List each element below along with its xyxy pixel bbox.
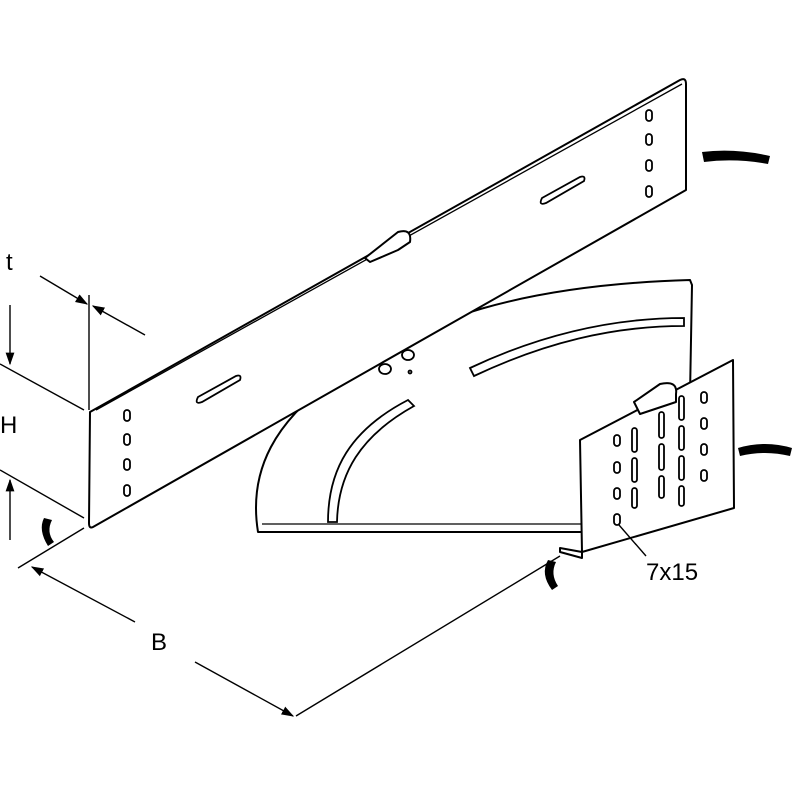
thickness-arrow-out — [91, 305, 146, 336]
bend-arrow-mid-right — [738, 444, 792, 456]
width-arrow-right — [194, 661, 295, 717]
long-plate-holes-left — [123, 409, 131, 497]
thickness-arrow-in — [39, 275, 89, 305]
hole-size-leader — [618, 524, 647, 557]
long-side-plate — [88, 78, 687, 529]
short-plate-holes — [613, 391, 708, 526]
width-arrow-left — [30, 566, 136, 623]
short-plate-tab — [633, 382, 678, 415]
height-label: H — [0, 412, 17, 439]
long-plate-slot-left — [195, 374, 242, 404]
rivet-2 — [401, 349, 415, 361]
rivet-hole — [407, 369, 413, 375]
height-extension-top — [0, 363, 85, 411]
rivet-1 — [378, 363, 392, 375]
short-plate-foot — [559, 547, 583, 559]
height-extension-bottom — [0, 469, 85, 519]
dimension-lines — [0, 275, 561, 717]
thickness-label: t — [6, 249, 13, 276]
long-plate-outline — [88, 78, 687, 529]
long-plate-slot-right — [539, 175, 586, 205]
width-extension-left — [17, 527, 85, 569]
bend-arrow-bottom-left — [41, 518, 54, 546]
short-plate-outline — [579, 359, 735, 553]
short-side-plate — [559, 359, 735, 559]
bend-arrow-bottom-mid — [544, 560, 558, 590]
hole-size-label: 7x15 — [646, 559, 698, 586]
bend-arrows — [41, 150, 792, 590]
inner-curved-slot — [327, 398, 416, 523]
center-tab — [364, 230, 412, 263]
outer-curved-slot — [468, 317, 685, 378]
bend-arrow-top-right — [702, 150, 770, 164]
long-plate-holes-right — [645, 109, 653, 198]
width-label: B — [151, 629, 167, 656]
width-extension-right — [295, 555, 561, 717]
